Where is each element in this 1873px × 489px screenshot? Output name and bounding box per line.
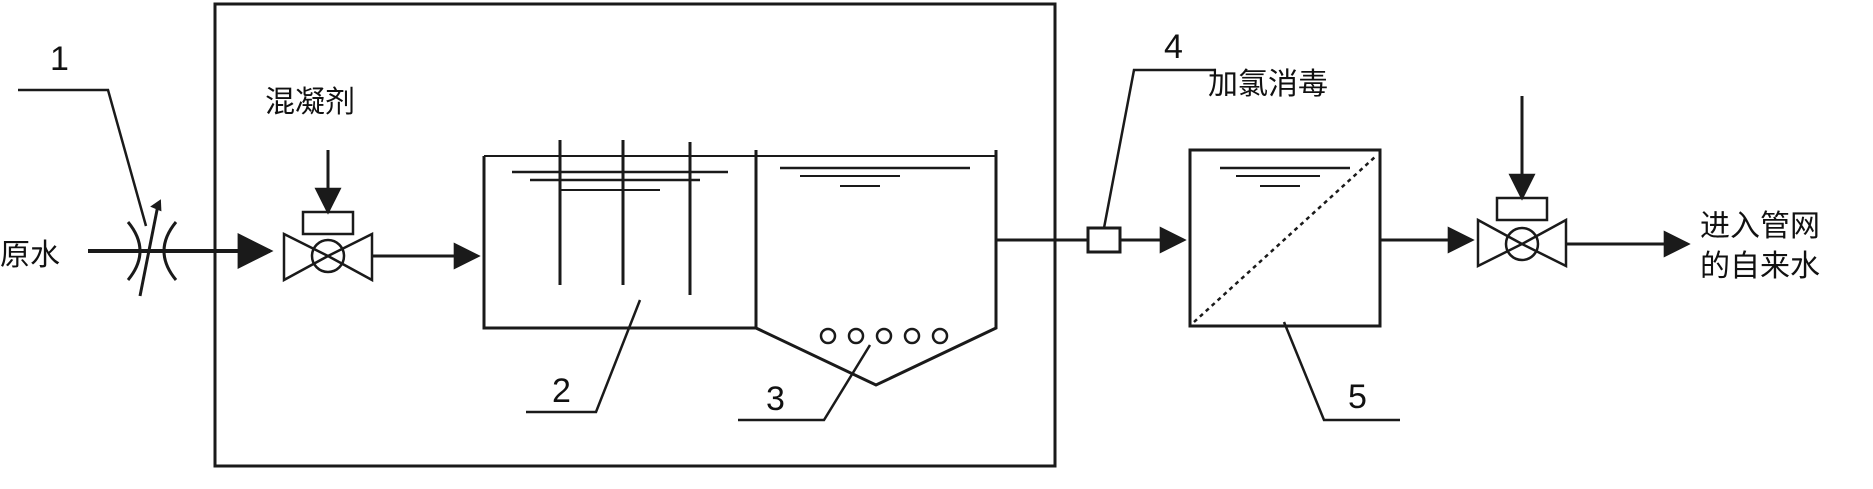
coagulant-valve [282,210,374,283]
svg-text:5: 5 [1348,378,1367,416]
callout-2: 2 [526,299,642,414]
filter-unit [1086,226,1122,254]
svg-text:3: 3 [766,380,785,418]
callout-1: 1 [18,40,148,227]
output-label-line1: 进入管网 [1700,209,1820,244]
coagulant-label: 混凝剂 [265,85,355,120]
svg-text:4: 4 [1164,28,1183,66]
callout-5: 5 [1282,321,1400,422]
treatment-enclosure [213,2,1057,468]
callout-4: 4 [1102,28,1216,229]
sedimentation-tank [754,150,998,387]
chlorination-label: 加氯消毒 [1208,67,1328,102]
flow-meter [88,199,274,297]
disinfection-tank [1188,148,1382,328]
svg-text:2: 2 [552,372,571,410]
flocculation-tank [482,140,758,330]
output-label-line2: 的自来水 [1700,249,1820,284]
svg-text:1: 1 [50,40,69,78]
callout-3: 3 [738,344,872,422]
output-valve [1476,196,1568,269]
raw-water-label: 原水 [0,238,60,273]
